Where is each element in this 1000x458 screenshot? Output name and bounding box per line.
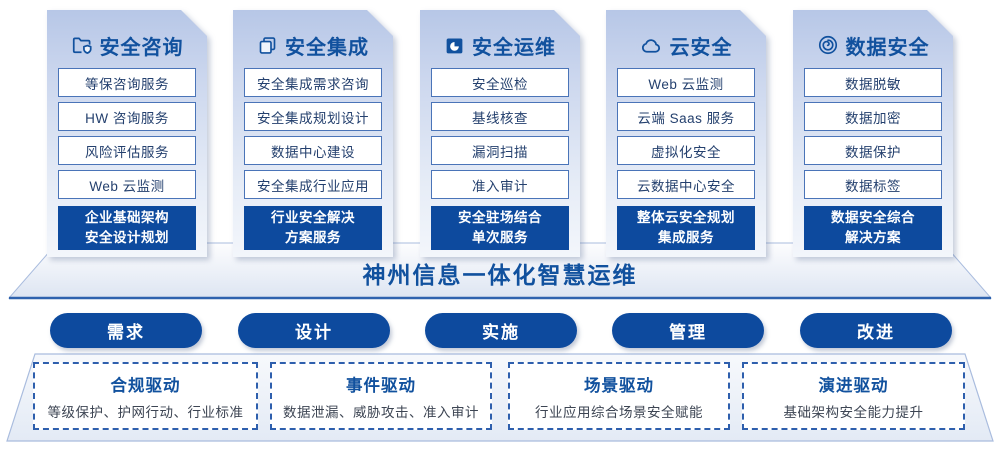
column-footer: 安全驻场结合 单次服务 [431,206,569,250]
column-footer: 企业基础架构 安全设计规划 [58,206,196,250]
driver-desc: 等级保护、护网行动、行业标准 [47,404,244,420]
footer-line: 解决方案 [845,230,901,245]
driver-title: 场景驱动 [584,376,654,395]
footer-line: 安全驻场结合 [458,209,542,225]
column-footer: 数据安全综合 解决方案 [804,206,942,250]
service-item: 数据保护 [804,136,942,165]
service-item: 云数据中心安全 [617,170,755,199]
documents-icon [257,35,278,56]
footer-line: 安全设计规划 [85,230,169,245]
driver-box-incident: 事件驱动 数据泄漏、威胁攻击、准入审计 [270,362,492,430]
column-title: 安全集成 [285,36,369,59]
service-item: 安全集成规划设计 [244,102,382,131]
process-pill-design: 设计 [238,313,390,348]
banner-title: 神州信息一体化智慧运维 [362,262,638,288]
process-pill-implement: 实施 [425,313,577,348]
driver-desc: 数据泄漏、威胁攻击、准入审计 [283,404,479,420]
service-item: 云端 Saas 服务 [617,102,755,131]
footer-line: 行业安全解决 [271,209,355,225]
process-pill-manage: 管理 [612,313,764,348]
service-item: 安全集成需求咨询 [244,68,382,97]
driver-box-evolution: 演进驱动 基础架构安全能力提升 [742,362,965,430]
footer-line: 集成服务 [658,230,714,245]
service-item: 虚拟化安全 [617,136,755,165]
folder-shield-icon [71,34,93,56]
driver-title: 合规驱动 [110,376,181,395]
column-header: 云安全 [606,32,766,58]
column-title: 数据安全 [845,36,930,59]
column-title: 安全咨询 [99,36,184,59]
column-header: 安全咨询 [47,32,207,58]
footer-line: 方案服务 [285,230,341,245]
column-header: 数据安全 [793,32,953,58]
footer-line: 企业基础架构 [85,209,169,225]
driver-title: 事件驱动 [346,376,416,395]
service-item: Web 云监测 [58,170,196,199]
service-item: 数据加密 [804,102,942,131]
folder-chart-icon [444,35,465,56]
service-item: HW 咨询服务 [58,102,196,131]
cloud-icon [640,34,663,57]
driver-box-compliance: 合规驱动 等级保护、护网行动、行业标准 [33,362,258,430]
service-item: 基线核查 [431,102,569,131]
footer-line: 单次服务 [472,230,528,245]
driver-title: 演进驱动 [818,376,889,395]
service-item: Web 云监测 [617,68,755,97]
process-pill-requirement: 需求 [50,313,202,348]
service-item: 数据中心建设 [244,136,382,165]
service-item: 数据脱敏 [804,68,942,97]
service-item: 等保咨询服务 [58,68,196,97]
footer-line: 数据安全综合 [831,209,915,225]
service-item: 安全巡检 [431,68,569,97]
column-footer: 行业安全解决 方案服务 [244,206,382,250]
process-pill-improve: 改进 [800,313,952,348]
service-item: 安全集成行业应用 [244,170,382,199]
column-title: 安全运维 [472,36,556,59]
driver-box-scenario: 场景驱动 行业应用综合场景安全赋能 [508,362,730,430]
service-item: 数据标签 [804,170,942,199]
footer-line: 整体云安全规划 [637,209,735,225]
driver-desc: 行业应用综合场景安全赋能 [535,404,703,420]
column-footer: 整体云安全规划 集成服务 [617,206,755,250]
column-title: 云安全 [669,36,733,59]
service-item: 漏洞扫描 [431,136,569,165]
spiral-icon [817,34,839,56]
service-item: 风险评估服务 [58,136,196,165]
column-header: 安全运维 [420,32,580,58]
driver-desc: 基础架构安全能力提升 [783,404,924,420]
column-header: 安全集成 [233,32,393,58]
service-item: 准入审计 [431,170,569,199]
